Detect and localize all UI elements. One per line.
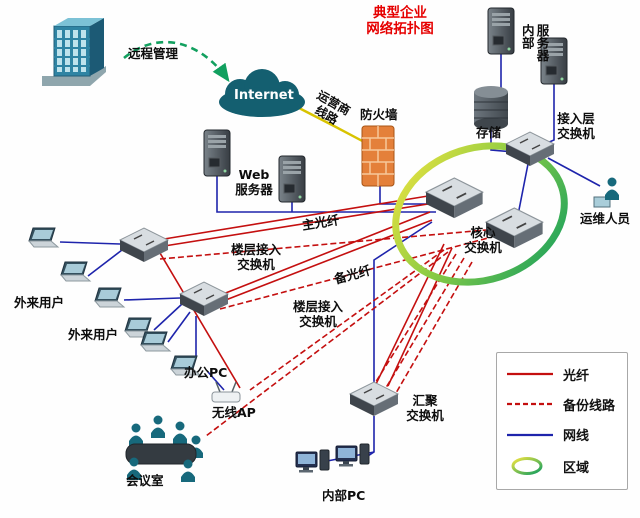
floor-switch-1-label: 楼层接入 交换机 [230,242,281,272]
internet-label: Internet [234,88,294,103]
zone-ring-sample-icon [511,457,543,476]
internal-server-label: 内部 服务器 [519,24,550,62]
internal-pc-icons [295,443,370,473]
legend-row-cable: 网线 [505,425,619,444]
floor-switch-2-icon [179,281,229,317]
remote-management-label: 远程管理 [128,46,179,61]
ops-person-icon [593,177,619,208]
legend-fiber-label: 光纤 [563,368,590,384]
ops-staff-label: 运维人员 [580,211,631,226]
backup-line-sample-icon [507,403,553,406]
remote-management-arrow [123,40,230,83]
legend-row-backup: 备份线路 [505,395,619,414]
storage-icon [474,86,508,130]
firewall-icon [361,125,395,187]
fiber-line-sample-icon [507,373,553,376]
wireless-ap-icon [211,381,241,403]
office-pc-label: 办公PC [184,365,228,380]
meeting-room-icon [125,415,203,482]
aggregation-switch-label: 汇聚 交换机 [406,393,444,423]
web-server-label: Web 服务器 [235,167,273,197]
core-zone-ring [392,142,568,286]
legend-row-zone: 区域 [505,455,619,477]
network-cable-sample-icon [507,433,553,436]
legend-cable-label: 网线 [563,429,590,445]
meeting-room-label: 会议室 [126,473,164,488]
legend: 光纤 备份线路 网线 区域 [496,352,628,490]
access-switch-label: 接入层 交换机 [557,111,595,141]
external-user-2-label: 外来用户 [68,327,119,342]
legend-zone-label: 区域 [563,460,590,476]
firewall-label: 防火墙 [360,107,398,122]
core-switch-label: 核心 交换机 [464,225,502,255]
legend-row-fiber: 光纤 [505,365,619,384]
carrier-line-link [298,106,369,146]
legend-backup-label: 备份线路 [563,398,616,414]
aggregation-switch-icon [349,381,399,417]
storage-label: 存储 [476,125,502,140]
internal-pc-label: 内部PC [322,488,366,503]
headquarters-building-icon [42,18,106,86]
internet-cloud-icon [219,69,305,117]
floor-switch-2-label: 楼层接入 交换机 [292,299,343,329]
floor-switch-1-icon [119,227,169,263]
wireless-ap-label: 无线AP [212,405,256,420]
diagram-title: 典型企业 网络拓扑图 [366,5,434,37]
external-user-1-label: 外来用户 [14,295,65,310]
backup-lines [159,229,489,437]
